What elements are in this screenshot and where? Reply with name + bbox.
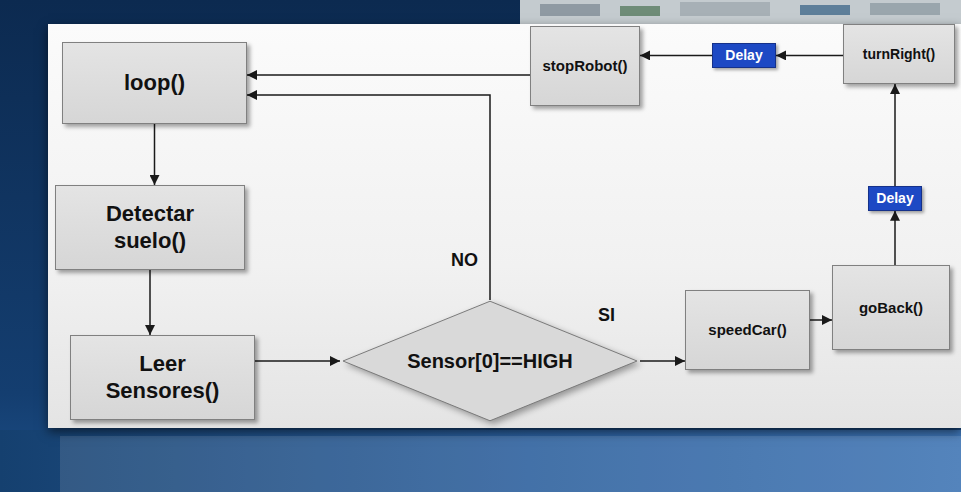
- process-box: loop(): [62, 42, 247, 124]
- connector: [154, 124, 156, 185]
- node-label: stopRobot(): [543, 57, 628, 75]
- process-box: Detectar suelo(): [55, 185, 245, 270]
- connector: [776, 55, 843, 57]
- node-label: goBack(): [859, 299, 923, 317]
- node-label: loop(): [124, 70, 185, 96]
- reflection: [60, 436, 961, 492]
- node-label: Leer Sensores(): [93, 351, 233, 404]
- connector: [640, 55, 712, 57]
- node-label: Delay: [725, 47, 762, 64]
- node-label: Delay: [876, 190, 913, 207]
- diamond-shape: [343, 301, 637, 421]
- connector: [894, 84, 896, 186]
- node-label: turnRight(): [863, 46, 935, 63]
- process-box: Leer Sensores(): [70, 335, 255, 420]
- process-box: turnRight(): [843, 24, 955, 84]
- connector: [247, 95, 490, 300]
- process-box: speedCar(): [685, 290, 810, 370]
- process-box: stopRobot(): [530, 26, 640, 106]
- node-label: speedCar(): [708, 321, 786, 339]
- floor-band: [0, 430, 961, 492]
- delay-box: Delay: [868, 186, 922, 211]
- connector: [640, 360, 685, 362]
- connector: [247, 74, 530, 76]
- connector: [810, 319, 832, 321]
- connector: [255, 360, 340, 362]
- node-label: Detectar suelo(): [85, 201, 215, 254]
- process-box: goBack(): [832, 265, 950, 350]
- connector: [894, 211, 896, 265]
- delay-box: Delay: [712, 43, 776, 68]
- connector: [149, 270, 151, 335]
- node-label: Sensor[0]==HIGH: [407, 349, 573, 373]
- decision-diamond: Sensor[0]==HIGH: [340, 300, 640, 422]
- branch-label: SI: [598, 305, 615, 326]
- branch-label: NO: [451, 250, 478, 271]
